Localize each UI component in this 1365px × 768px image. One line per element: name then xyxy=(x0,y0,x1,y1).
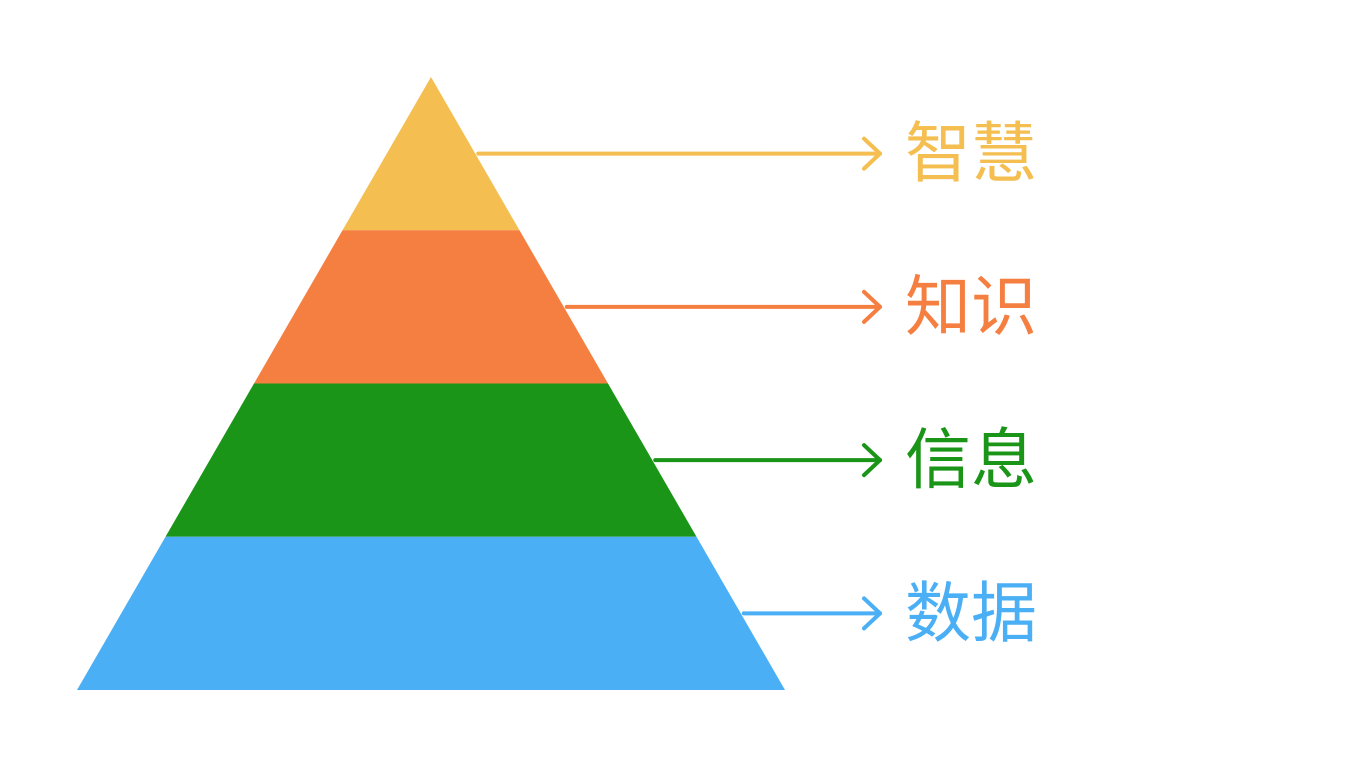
pyramid-layer-3 xyxy=(165,383,697,537)
arrow-4 xyxy=(741,596,882,631)
arrow-2 xyxy=(564,289,882,324)
arrow-3 xyxy=(653,443,882,478)
pyramid-layer-4 xyxy=(77,536,785,690)
pyramid-layer-1 xyxy=(342,77,520,231)
arrow-1 xyxy=(476,136,882,171)
pyramid-layer-2 xyxy=(254,230,608,384)
layer-label-3: 信息 xyxy=(905,422,1037,499)
layer-label-4: 数据 xyxy=(905,575,1037,652)
layer-label-1: 智慧 xyxy=(905,115,1037,192)
layer-label-2: 知识 xyxy=(905,268,1037,345)
